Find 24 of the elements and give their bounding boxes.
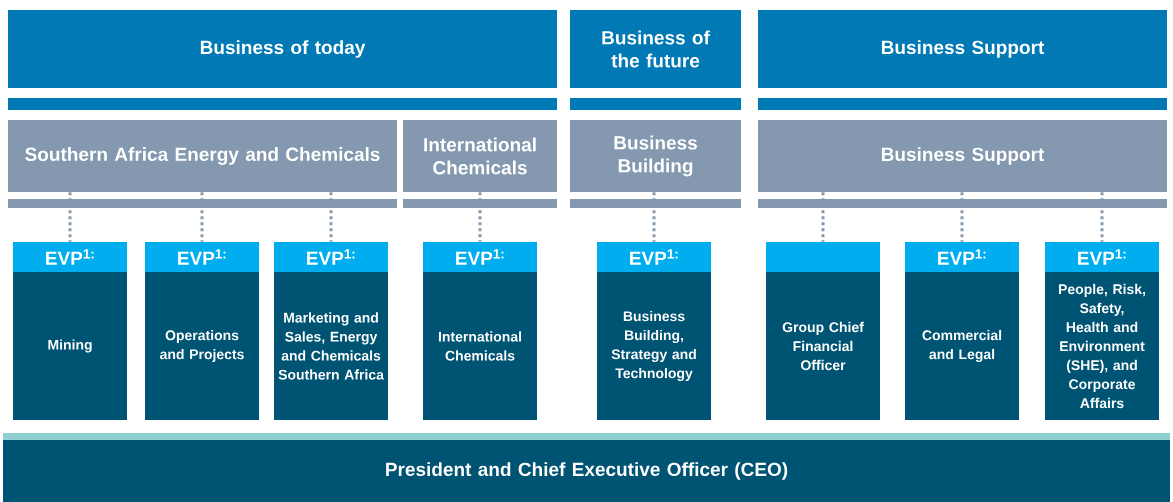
- evp-box: Group Chief Financial Officer: [766, 242, 880, 420]
- connector-line: [68, 192, 72, 242]
- category-band: Business of the future: [570, 10, 741, 88]
- division-box: Southern Africa Energy and Chemicals: [8, 120, 397, 192]
- evp-box: EVP$^{1:}$ Commercial and Legal: [905, 242, 1019, 420]
- connector-line: [478, 192, 482, 242]
- evp-box: EVP$^{1:}$ Operations and Projects: [145, 242, 259, 420]
- connector-line: [652, 192, 656, 242]
- division-box: Business Support: [758, 120, 1167, 192]
- connector-line: [821, 192, 825, 242]
- ceo-band: President and Chief Executive Officer (CEO): [3, 440, 1170, 502]
- division-box: Business Building: [570, 120, 741, 192]
- evp-box: EVP$^{1:}$ International Chemicals: [423, 242, 537, 420]
- evp-box: EVP$^{1:}$ People, Risk, Safety, Health and Environment (SHE), and Corporate Affairs: [1045, 242, 1159, 420]
- connector-line: [960, 192, 964, 242]
- evp-box: EVP$^{1:}$ Marketing and Sales, Energy and Chemicals Southern Africa: [274, 242, 388, 420]
- connector-line: [200, 192, 204, 242]
- evp-box: EVP$^{1:}$ Business Building, Strategy and Technology: [597, 242, 711, 420]
- category-band: Business of today: [8, 10, 557, 88]
- division-box: International Chemicals: [403, 120, 557, 192]
- category-band: Business Support: [758, 10, 1167, 88]
- evp-box: EVP$^{1:}$ Mining: [13, 242, 127, 420]
- connector-line: [1100, 192, 1104, 242]
- connector-line: [329, 192, 333, 242]
